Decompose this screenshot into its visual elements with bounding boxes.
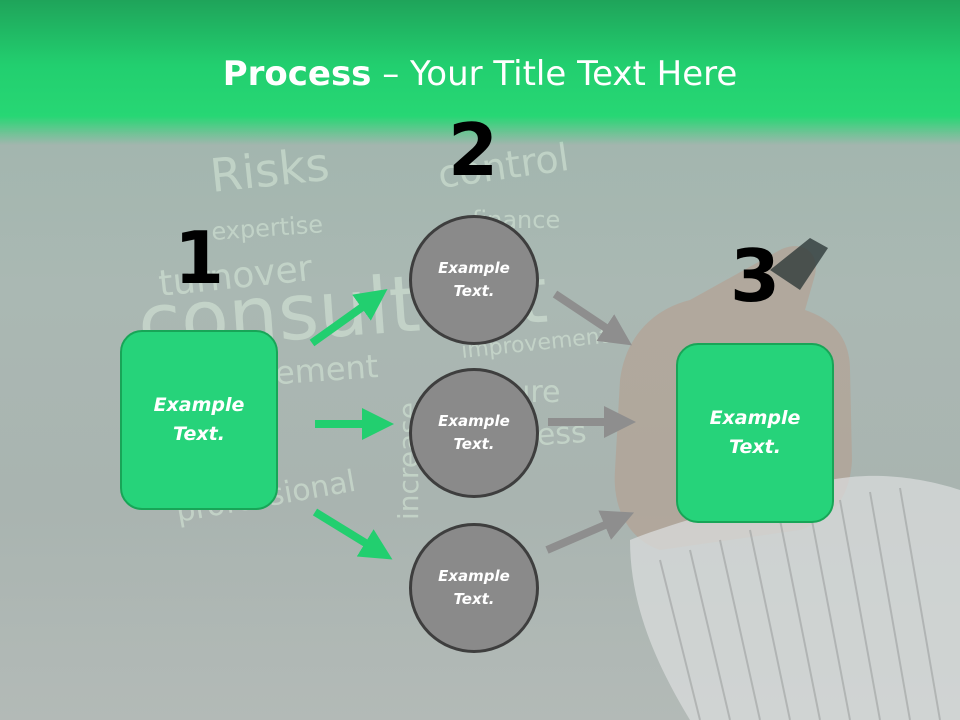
right-step-box: Example Text. [676, 343, 834, 523]
green-arrow-down [312, 508, 393, 560]
step-number-3: 3 [730, 234, 781, 318]
title-strong: Process [222, 54, 372, 94]
circle-text: Example Text. [438, 412, 510, 453]
right-box-text: Example Text. [709, 407, 801, 458]
step-circle-top: Example Text. [409, 215, 539, 345]
left-box-text: Example Text. [153, 394, 245, 445]
step-number-1: 1 [174, 216, 225, 300]
gray-arrow-down [552, 290, 632, 346]
green-arrow-up [309, 289, 388, 347]
circle-text: Example Text. [438, 567, 510, 608]
step-circle-bottom: Example Text. [409, 523, 539, 653]
gray-arrow-up [545, 510, 635, 554]
step-circle-middle: Example Text. [409, 368, 539, 498]
slide-title: Process – Your Title Text Here [0, 52, 960, 96]
circle-text: Example Text. [438, 259, 510, 300]
title-rest: – Your Title Text Here [371, 54, 738, 94]
title-banner [0, 0, 960, 145]
word-risks: Risks [208, 137, 332, 203]
step-number-2: 2 [448, 108, 499, 192]
left-step-box: Example Text. [120, 330, 278, 510]
